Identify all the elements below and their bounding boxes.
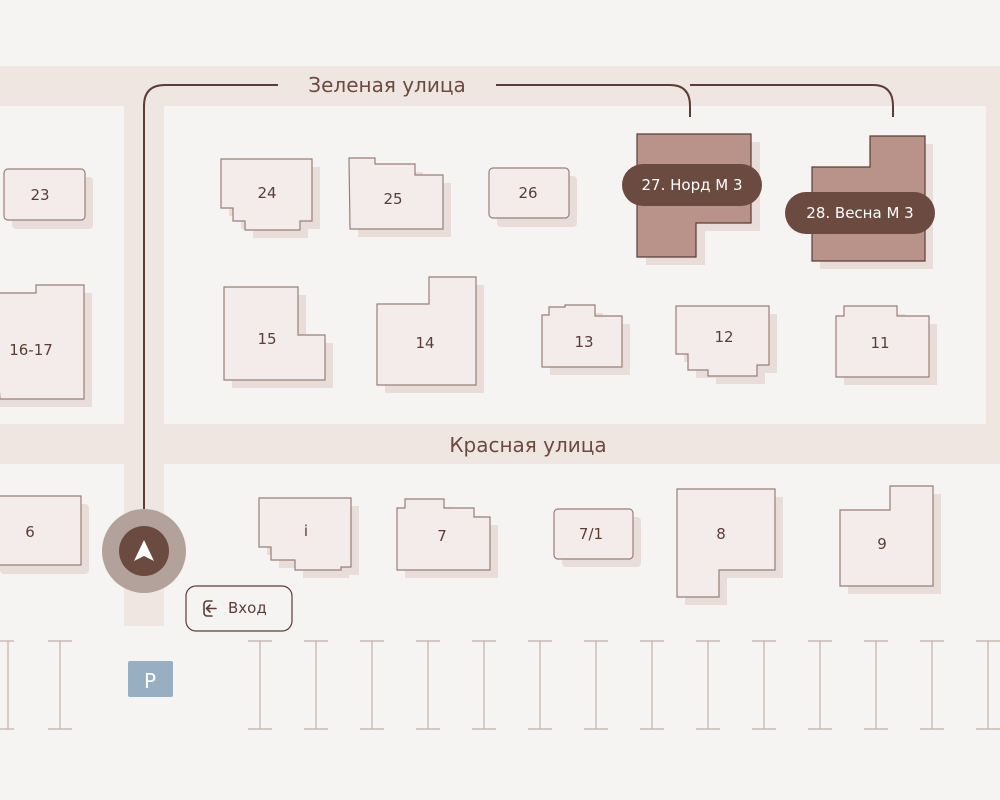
parking-icon: P	[144, 669, 156, 693]
svg-text:Вход: Вход	[228, 599, 267, 617]
street-label-zelenaya: Зеленая улица	[308, 73, 465, 97]
building-8[interactable]: 8	[676, 488, 783, 605]
route-to-27	[496, 84, 691, 117]
building-7[interactable]: 7	[396, 498, 498, 578]
building-13[interactable]: 13	[541, 304, 630, 375]
svg-text:25: 25	[383, 190, 402, 208]
svg-text:12: 12	[714, 328, 733, 346]
location-marker[interactable]	[102, 509, 186, 593]
building-23[interactable]: 23	[3, 168, 93, 229]
svg-text:23: 23	[30, 186, 49, 204]
svg-text:6: 6	[25, 523, 35, 541]
tag-building-27[interactable]: 27. Норд М 3	[622, 164, 762, 206]
svg-text:13: 13	[574, 333, 593, 351]
svg-text:24: 24	[257, 184, 276, 202]
svg-text:11: 11	[870, 334, 889, 352]
svg-text:15: 15	[257, 330, 276, 348]
svg-text:9: 9	[877, 535, 887, 553]
svg-text:7: 7	[437, 527, 447, 545]
parking-lines-right	[248, 640, 1000, 730]
tag-building-28[interactable]: 28. Весна М 3	[785, 192, 935, 234]
building-9[interactable]: 9	[839, 485, 941, 594]
road-krasnaya	[0, 424, 1000, 464]
building-6[interactable]: 6	[0, 495, 89, 574]
navigation-arrow-icon	[134, 540, 154, 561]
svg-text:28. Весна М 3: 28. Весна М 3	[806, 204, 913, 222]
svg-text:27. Норд М 3: 27. Норд М 3	[642, 176, 743, 194]
building-16-17[interactable]: 16-17	[0, 284, 92, 407]
building-7-1[interactable]: 7/1	[553, 508, 641, 567]
login-arrow-icon	[203, 600, 217, 617]
route-lines	[143, 84, 894, 530]
route-main	[143, 84, 278, 530]
building-11[interactable]: 11	[835, 305, 937, 385]
building-15[interactable]: 15	[223, 286, 333, 388]
svg-text:i: i	[304, 522, 308, 540]
building-12[interactable]: 12	[675, 305, 777, 384]
parking-sign[interactable]: P	[128, 661, 173, 697]
svg-text:16-17: 16-17	[9, 341, 53, 359]
svg-text:14: 14	[415, 334, 434, 352]
building-14[interactable]: 14	[376, 276, 484, 393]
building-26[interactable]: 26	[488, 167, 577, 227]
svg-text:7/1: 7/1	[579, 525, 603, 543]
route-to-28	[690, 84, 894, 117]
svg-text:8: 8	[716, 525, 726, 543]
building-25[interactable]: 25	[348, 157, 451, 237]
entrance-button[interactable]: Вход	[185, 585, 293, 632]
svg-text:26: 26	[518, 184, 537, 202]
street-label-krasnaya: Красная улица	[449, 433, 606, 457]
building-24[interactable]: 24	[220, 158, 320, 238]
building-i[interactable]: i	[258, 497, 359, 578]
road-right-edge	[986, 66, 1000, 464]
parking-lines	[0, 640, 72, 730]
